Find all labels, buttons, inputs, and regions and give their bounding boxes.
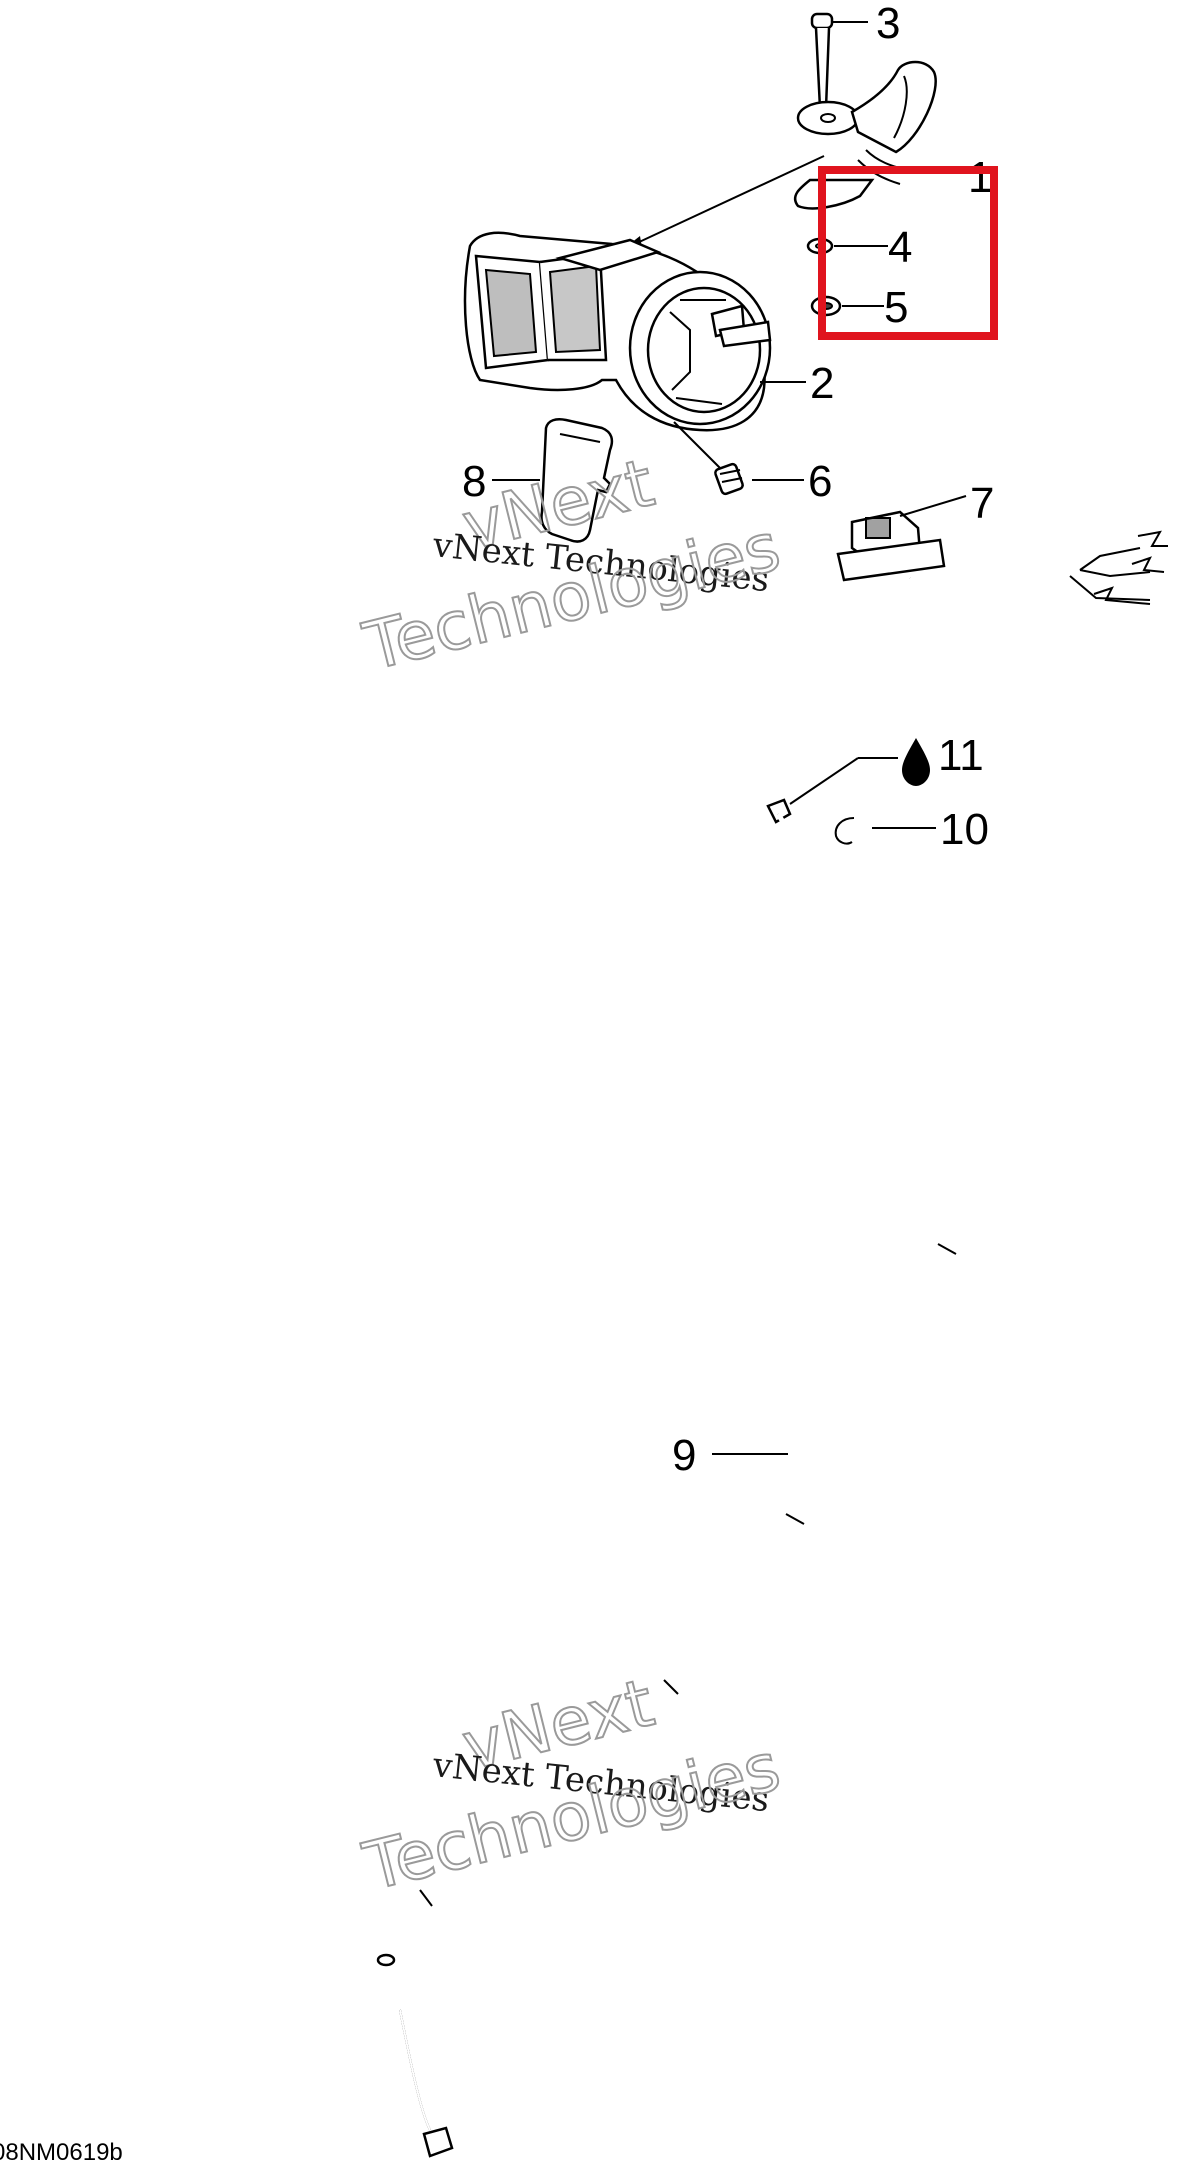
callout-8: 8	[462, 457, 486, 506]
callout-6: 6	[808, 457, 832, 506]
part-10-clip	[834, 817, 936, 845]
highlight-box	[818, 166, 998, 340]
callout-4: 4	[888, 223, 912, 272]
callout-11: 11	[938, 731, 984, 780]
diagram-reference-code: 08NM0619b	[0, 2139, 123, 2165]
oil-drop-icon	[902, 738, 930, 786]
watermark-2: vNext vNext Technologies Technologies	[355, 1663, 788, 1907]
callout-7: 7	[970, 479, 994, 528]
lubricant-marker	[789, 738, 930, 805]
callout-3: 3	[876, 0, 900, 48]
callout-1: 1	[968, 153, 992, 202]
callout-9: 9	[672, 1431, 696, 1480]
callout-5: 5	[884, 283, 908, 332]
part-9-throttle-cable	[376, 798, 960, 2158]
part-3-screw	[810, 12, 868, 110]
part-2-throttle-housing	[463, 231, 772, 432]
callout-10: 10	[940, 805, 989, 854]
callout-2: 2	[810, 359, 834, 408]
part-1-throttle-lever	[793, 60, 937, 210]
part-7-switch	[836, 510, 1168, 605]
part-8-cover	[540, 418, 614, 543]
part-6-set-screw	[714, 462, 804, 496]
